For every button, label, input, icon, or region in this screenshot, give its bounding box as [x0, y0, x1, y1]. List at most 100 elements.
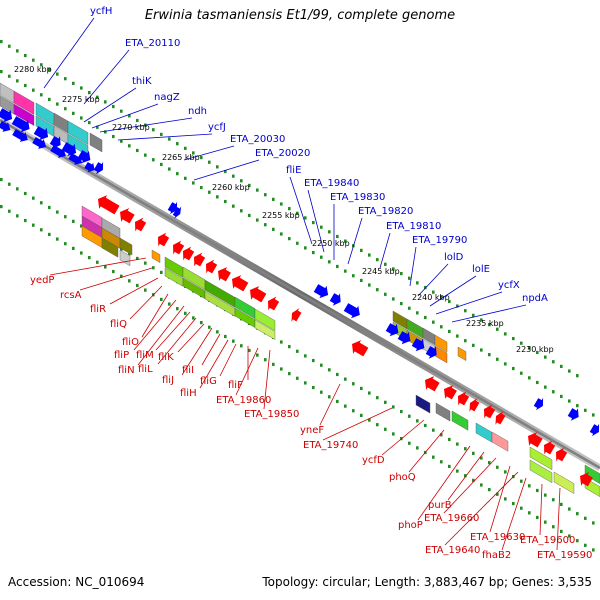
gc-dot-inner [448, 437, 451, 442]
forward-gene-label: ETA_20110 [125, 38, 180, 49]
forward-gene-label: lolD [444, 252, 464, 263]
gc-dot-outer [552, 390, 555, 394]
gc-dot-inner [472, 478, 475, 482]
gc-dot-inner [32, 196, 35, 200]
reverse-gene-arrow [469, 398, 480, 412]
gc-dot-inner [312, 385, 315, 390]
gc-dot-inner [24, 191, 27, 196]
gc-dot-outer [368, 283, 371, 287]
gc-dot-outer [40, 63, 43, 67]
gc-dot-outer [128, 144, 131, 148]
gc-dot-outer [128, 114, 131, 118]
forward-gene-label: ETA_19830 [330, 192, 385, 203]
reverse-gene-arrow [158, 232, 170, 247]
gc-dot-outer [512, 366, 515, 371]
cog-block [553, 471, 575, 494]
reverse-gene-arrow [183, 246, 195, 261]
forward-leader-line [99, 117, 193, 133]
reverse-gene-arrow [173, 240, 185, 255]
gc-dot-inner [440, 433, 443, 437]
gc-dot-outer [112, 134, 115, 139]
gc-dot-inner [352, 382, 355, 386]
reverse-leader-line [322, 407, 393, 441]
gc-dot-outer [544, 355, 547, 359]
cog-block [101, 237, 119, 258]
gc-dot-inner [104, 265, 107, 269]
gc-dot-outer [32, 88, 35, 92]
gc-dot-outer [256, 218, 259, 222]
gc-dot-inner [296, 376, 299, 380]
gc-dot-inner [544, 520, 547, 524]
gc-dot-outer [40, 93, 43, 97]
gc-dot-outer [152, 158, 155, 162]
reverse-gene-arrow [250, 286, 267, 303]
forward-gene-label: ETA_19820 [358, 206, 413, 217]
gc-dot-inner [360, 386, 363, 390]
gc-dot-outer [232, 174, 235, 178]
gc-dot-outer [584, 408, 587, 412]
gc-dot-outer [248, 183, 251, 188]
reverse-leader-line [408, 429, 445, 473]
reverse-gene-arrow [232, 275, 249, 292]
reverse-leader-line [417, 445, 471, 521]
reverse-gene-label: ETA_19740 [303, 440, 358, 451]
forward-gene-arrow [68, 152, 83, 165]
gc-dot-inner [400, 410, 403, 414]
gc-dot-inner [144, 288, 147, 292]
gc-dot-outer [536, 350, 539, 355]
cog-block [254, 319, 276, 340]
gc-dot-outer [96, 125, 99, 129]
gc-dot-outer [312, 250, 315, 255]
reverse-gene-arrow [218, 267, 231, 282]
cog-block [89, 132, 103, 153]
forward-leader-line [307, 189, 325, 253]
gc-dot-outer [160, 132, 163, 136]
gc-dot-outer [496, 327, 499, 331]
reverse-leader-line [501, 477, 527, 551]
forward-leader-line [83, 87, 137, 123]
gc-dot-inner [8, 209, 11, 213]
gc-dot-outer [168, 167, 171, 171]
reverse-gene-label: fliG [200, 376, 217, 387]
gc-dot-outer [408, 276, 411, 280]
reverse-gene-label: fhaB2 [482, 550, 511, 561]
cog-block [151, 249, 161, 263]
gc-dot-outer [336, 264, 339, 269]
accession-text: Accession: NC_010694 [8, 575, 145, 589]
gc-dot-outer [560, 364, 563, 368]
scale-label: 2260 kbp [212, 183, 250, 192]
gc-dot-inner [576, 539, 579, 543]
reverse-gene-label: ETA_19660 [424, 513, 479, 524]
forward-gene-arrow [11, 116, 30, 133]
gc-dot-outer [56, 72, 59, 76]
gc-dot-outer [8, 44, 11, 48]
cog-block [204, 279, 236, 308]
forward-gene-label: ycfJ [208, 122, 226, 133]
gc-dot-inner [488, 461, 491, 465]
gene-labels: ycfHETA_20110thiKnagZndhycfJETA_20030ETA… [30, 6, 592, 561]
gc-dot-inner [56, 237, 59, 241]
gc-dot-inner [328, 368, 331, 372]
forward-leader-line [43, 17, 95, 89]
gc-dot-inner [272, 362, 275, 366]
gc-dot-outer [80, 86, 83, 90]
reverse-gene-arrow [291, 308, 302, 322]
gc-dot-outer [264, 223, 267, 227]
gc-dot-inner [392, 432, 395, 436]
gc-dot-inner [448, 464, 451, 469]
reverse-leader-line [141, 293, 169, 338]
gc-dot-inner [312, 358, 315, 363]
cog-block [35, 102, 55, 126]
gc-dot-inner [520, 506, 523, 510]
reverse-leader-line [447, 451, 485, 501]
gc-dot-inner [256, 353, 259, 357]
gc-dot-outer [136, 148, 139, 153]
gc-dot-inner [120, 274, 123, 278]
reverse-gene-arrow [206, 259, 218, 274]
topology-text: Topology: circular; Length: 3,883,467 bp… [262, 575, 592, 589]
reverse-leader-line [109, 277, 159, 305]
forward-leader-line [429, 275, 477, 307]
gc-dot-inner [120, 247, 123, 251]
gc-dot-outer [544, 385, 547, 389]
